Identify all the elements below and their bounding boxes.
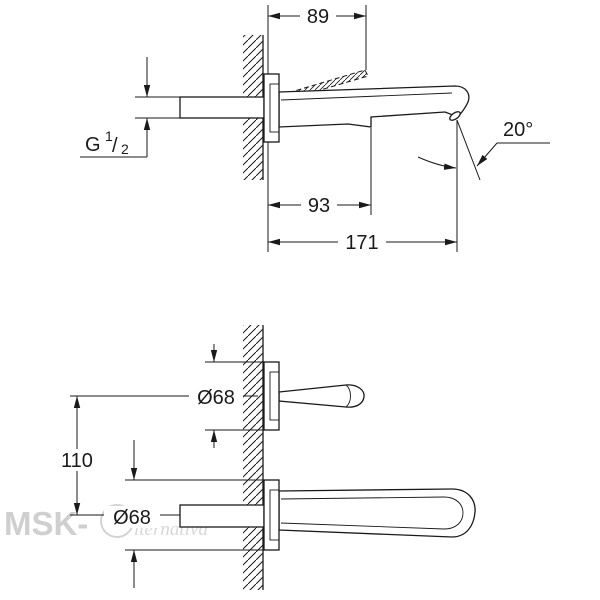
wall-plate-inner	[269, 83, 280, 133]
label-background	[300, 5, 336, 27]
dimension-label-bottom-short: 93	[308, 195, 330, 217]
aerator-outlet	[449, 111, 461, 121]
spout-inner-contour	[280, 496, 464, 530]
mixer-lever	[278, 384, 365, 408]
dimension-label-top: 89	[307, 6, 329, 28]
label-background	[301, 194, 337, 216]
spout-contour-line	[280, 92, 453, 101]
connection-pipe	[179, 96, 265, 119]
label-background	[338, 231, 386, 253]
lower-wall-plate-inner	[269, 489, 280, 541]
connection-pipe	[179, 504, 265, 528]
side-view: 89 93 171 20° G 1 / 2	[80, 5, 550, 254]
wall-hatch-upper	[243, 35, 263, 97]
thread-numerator: 1	[105, 128, 113, 144]
thread-letter: G	[85, 134, 101, 156]
angle-arrow-right	[476, 142, 498, 167]
diameter-label-lower: Ø68	[113, 507, 151, 529]
label-background	[56, 449, 98, 471]
angle-arrow-left	[417, 156, 457, 170]
watermark-prefix: MSK-	[4, 505, 88, 542]
diameter-label-upper: Ø68	[197, 387, 235, 409]
lower-wall-plate	[263, 479, 280, 551]
label-background	[104, 506, 160, 528]
upper-wall-plate-inner	[269, 371, 280, 421]
thread-denominator: 2	[121, 141, 129, 157]
label-background	[189, 386, 243, 408]
front-view: Ø68 110 Ø68	[56, 325, 476, 590]
angle-label: 20°	[503, 119, 533, 141]
spout	[278, 488, 476, 538]
dimension-label-center-distance: 110	[61, 450, 93, 472]
spout	[278, 85, 470, 128]
thread-label: G 1 / 2	[85, 128, 129, 157]
wall-hatch-lower	[243, 118, 263, 180]
mixer-lever-knob-line	[345, 384, 351, 408]
thread-slash: /	[112, 135, 118, 157]
outlet-angle-line	[456, 119, 481, 181]
dimension-label-bottom-long: 171	[345, 232, 378, 254]
